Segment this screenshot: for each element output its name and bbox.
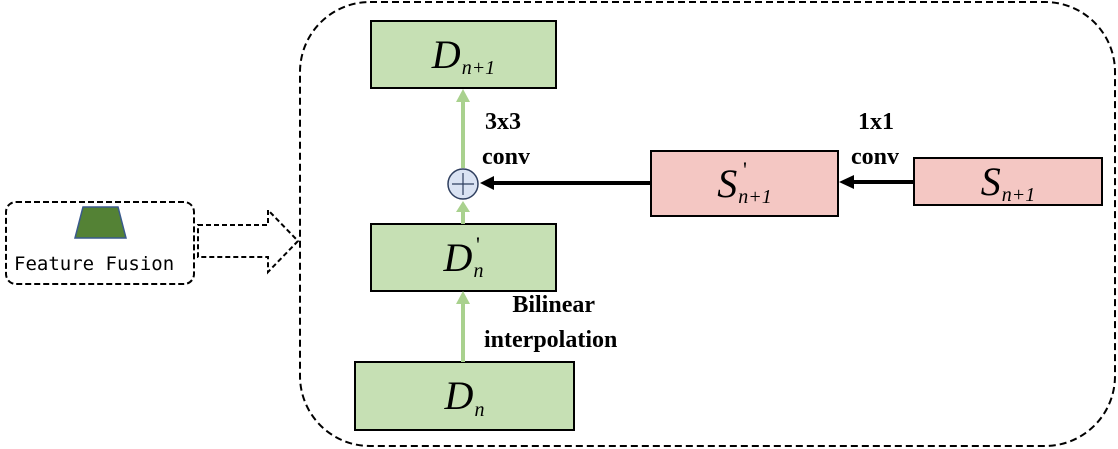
- arrowhead-plus-to-dnext: [456, 89, 470, 102]
- conv3-line1: 3x3: [485, 109, 521, 135]
- node-d-prime-symbol: D: [443, 234, 473, 280]
- node-d-n-subscript: n: [474, 398, 485, 421]
- node-d-n-symbol: D: [444, 373, 474, 418]
- node-d-prime-subscript: n: [473, 260, 484, 282]
- hollow-dashed-arrow: [197, 207, 300, 275]
- node-s-next-box: [913, 157, 1103, 206]
- node-s-next-subscript: n+1: [1001, 184, 1036, 206]
- node-s-prime-subscript: n+1: [738, 186, 772, 208]
- legend-box: [5, 201, 195, 285]
- bilinear-line1: Bilinear: [512, 292, 595, 318]
- arrowhead-sprime-to-plus: [480, 176, 494, 190]
- node-s-prime-superscript: ': [743, 157, 747, 182]
- node-s-prime-box: [650, 150, 839, 217]
- conv3-annotation: 3x3 conv: [482, 105, 530, 175]
- arrowhead-dprime-to-plus: [456, 201, 470, 212]
- bilinear-annotation: Bilinear interpolation: [484, 288, 617, 358]
- node-d-next-symbol: D: [431, 31, 461, 77]
- node-d-prime-box: [370, 223, 557, 292]
- node-d-next-box: [370, 20, 557, 89]
- conv1-line2: conv: [851, 143, 899, 170]
- node-d-next-subscript: n+1: [461, 57, 496, 79]
- feature-fusion-label: Feature Fusion: [14, 253, 175, 275]
- conv1-annotation: 1x1 conv: [851, 105, 899, 175]
- arrowhead-dn-to-dprime: [456, 291, 470, 304]
- feature-fusion-icon: [74, 206, 127, 239]
- conv1-line1: 1x1: [858, 109, 894, 135]
- node-d-prime-superscript: ': [476, 232, 480, 257]
- module-container: [299, 1, 1116, 447]
- node-d-n-box: [354, 361, 575, 431]
- arrowhead-snext-to-sprime: [839, 175, 854, 189]
- bilinear-line2: interpolation: [484, 326, 618, 353]
- conv3-line2: conv: [482, 143, 530, 170]
- node-s-next-symbol: S: [980, 158, 1001, 204]
- node-s-prime-symbol: S: [717, 160, 738, 206]
